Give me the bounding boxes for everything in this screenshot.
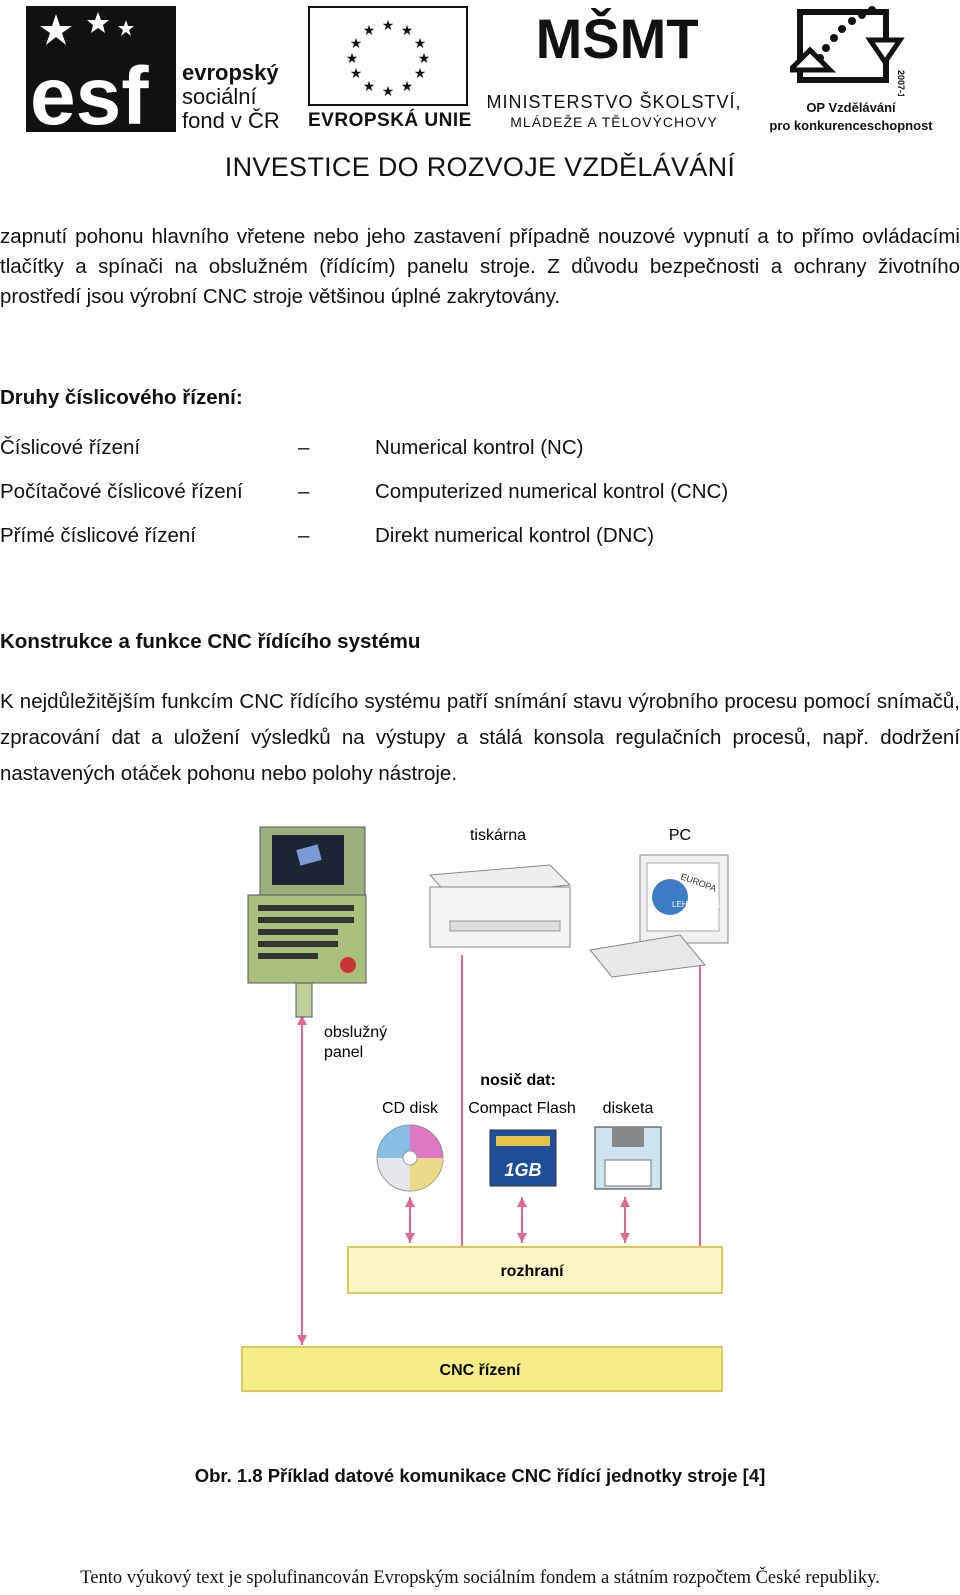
- msmt-monogram: MŠMT: [536, 0, 701, 92]
- svg-text:★: ★: [414, 35, 427, 51]
- cf-label: Compact Flash: [468, 1100, 576, 1117]
- eu-logo: ★ ★ ★ ★ ★ ★ ★ ★ ★ ★ ★ ★ EVROPSKÁ UNIE: [308, 6, 472, 132]
- type-en: Computerized numerical kontrol (CNC): [375, 480, 729, 503]
- figure-drawing: tiskárna EUROPA LEHRMITTEL PC obslužný p…: [241, 826, 729, 1392]
- esf-text: evropský sociální fond v ČR: [182, 61, 280, 133]
- svg-text:★: ★: [363, 22, 376, 38]
- eu-label: EVROPSKÁ UNIE: [308, 110, 472, 131]
- type-row: Počítačové číslicové řízení – Computeriz…: [0, 480, 960, 510]
- type-cz: Číslicové řízení: [0, 436, 141, 459]
- type-row: Přímé číslicové řízení – Direkt numerica…: [0, 524, 960, 554]
- carriers-label: nosič dat:: [480, 1072, 556, 1089]
- cnc-box: [241, 1346, 723, 1392]
- esf-line2: sociální: [182, 84, 257, 109]
- esf-logo: esf evropský sociální fond v ČR: [26, 6, 296, 142]
- op-line2: pro konkurenceschopnost: [769, 118, 933, 133]
- section-paragraph: K nejdůležitějším funkcím CNC řídícího s…: [0, 690, 960, 785]
- svg-text:★: ★: [382, 17, 395, 33]
- type-dash: –: [298, 524, 310, 547]
- floppy-disk-icon: [594, 1126, 662, 1190]
- interface-label: rozhraní: [500, 1263, 564, 1280]
- svg-text:LEHRMITTEL: LEHRMITTEL: [672, 900, 722, 909]
- type-row: Číslicové řízení – Numerical kontrol (NC…: [0, 436, 960, 466]
- panel-label-line1: obslužný: [324, 1024, 387, 1041]
- connector-arrowheads: [297, 1015, 705, 1345]
- svg-text:★: ★: [382, 83, 395, 99]
- esf-emblem: esf: [26, 6, 176, 142]
- svg-text:★: ★: [414, 65, 427, 81]
- types-heading: Druhy číslicového řízení:: [0, 386, 243, 409]
- type-en: Direkt numerical kontrol (DNC): [375, 524, 655, 547]
- svg-text:★: ★: [346, 50, 359, 66]
- intro-paragraph: zapnutí pohonu hlavního vřetene nebo jeh…: [0, 225, 960, 308]
- cd-label: CD disk: [382, 1100, 439, 1117]
- svg-text:★: ★: [350, 35, 363, 51]
- type-dash: –: [298, 480, 310, 503]
- operator-panel-image: [247, 826, 367, 1018]
- type-cz: Přímé číslicové řízení: [0, 524, 196, 547]
- pc-label: PC: [669, 827, 691, 844]
- esf-line3: fond v ČR: [182, 108, 280, 133]
- compact-flash-icon: 1GB: [489, 1129, 557, 1187]
- pc-image: EUROPA LEHRMITTEL: [589, 854, 729, 978]
- type-en: Numerical kontrol (NC): [375, 436, 584, 459]
- svg-text:2007-13: 2007-13: [896, 70, 906, 96]
- eu-stars-flag: ★ ★ ★ ★ ★ ★ ★ ★ ★ ★ ★ ★: [308, 6, 468, 106]
- header-tagline: INVESTICE DO ROZVOJE VZDĚLÁVÁNÍ: [224, 152, 736, 182]
- cd-disc-icon: [376, 1124, 444, 1192]
- msmt-logo: MŠMT MINISTERSTVO ŠKOLSTVÍ, MLÁDEŽE A TĚ…: [478, 0, 750, 136]
- svg-text:1GB: 1GB: [504, 1160, 541, 1180]
- interface-box: [347, 1246, 723, 1294]
- op-line1: OP Vzdělávání: [806, 100, 896, 115]
- msmt-line2: MLÁDEŽE A TĚLOVÝCHOVY: [510, 114, 718, 130]
- page-footer: Tento výukový text je spolufinancován Ev…: [80, 1568, 880, 1588]
- svg-text:★: ★: [418, 50, 431, 66]
- type-cz: Počítačové číslicové řízení: [0, 480, 243, 503]
- svg-text:★: ★: [363, 78, 376, 94]
- svg-text:★: ★: [401, 78, 414, 94]
- op-logo: 2007-13 OP Vzdělávání pro konkurencescho…: [760, 0, 942, 136]
- msmt-line1: MINISTERSTVO ŠKOLSTVÍ,: [486, 92, 742, 112]
- printer-image: [428, 864, 572, 948]
- section-heading: Konstrukce a funkce CNC řídícího systému: [0, 630, 421, 653]
- printer-label: tiskárna: [470, 827, 526, 844]
- cnc-label: CNC řízení: [440, 1362, 521, 1379]
- type-dash: –: [298, 436, 310, 459]
- op-emblem: 2007-13: [783, 0, 910, 103]
- figure-caption: Obr. 1.8 Příklad datové komunikace CNC ř…: [194, 1465, 766, 1486]
- svg-text:esf: esf: [30, 51, 149, 132]
- svg-text:MŠMT: MŠMT: [538, 7, 698, 70]
- esf-line1: evropský: [182, 60, 279, 85]
- cnc-communication-figure: tiskárna EUROPA LEHRMITTEL PC obslužný p…: [240, 825, 740, 1420]
- svg-text:★: ★: [401, 22, 414, 38]
- floppy-label: disketa: [603, 1100, 654, 1117]
- panel-label-line2: panel: [324, 1044, 363, 1061]
- svg-text:★: ★: [350, 65, 363, 81]
